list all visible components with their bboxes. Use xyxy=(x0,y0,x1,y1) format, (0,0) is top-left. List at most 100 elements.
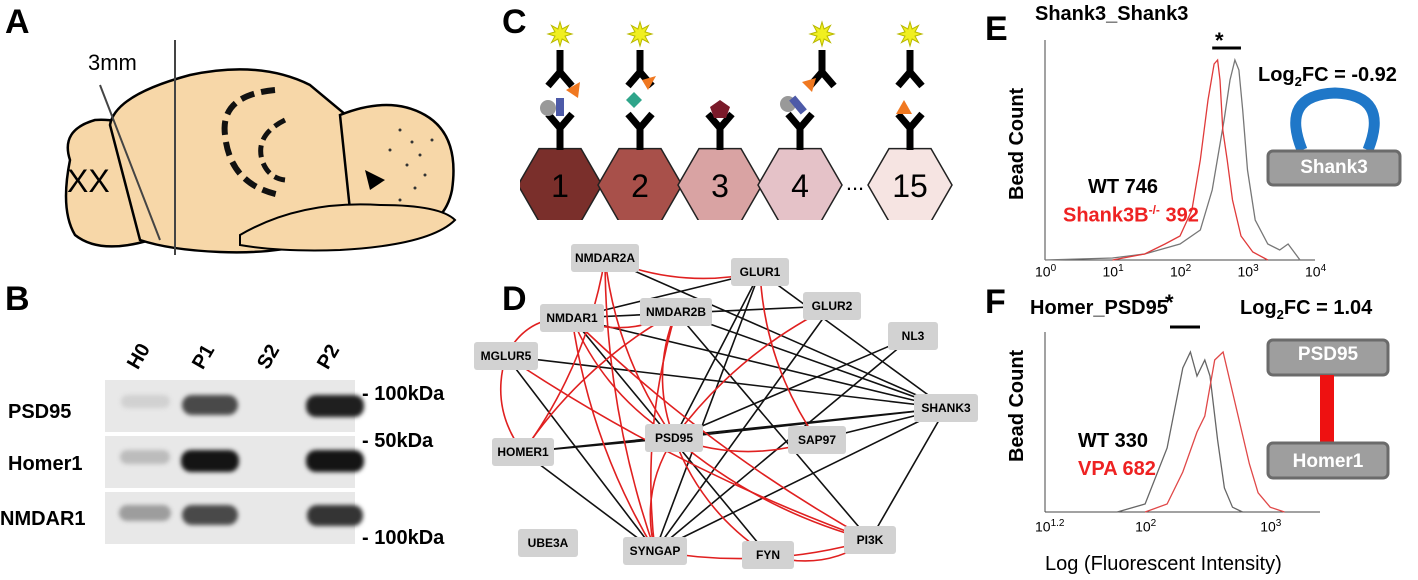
fluorophore-icon xyxy=(546,20,574,48)
lane-label: P2 xyxy=(313,340,345,373)
panel-label-a: A xyxy=(5,3,30,41)
network-node-glur1: GLUR1 xyxy=(731,258,789,286)
network-edge xyxy=(604,257,675,439)
network-edge xyxy=(869,407,947,541)
bead-number: 1 xyxy=(551,168,569,204)
lane-label: S2 xyxy=(253,340,285,373)
bead-number: 15 xyxy=(892,168,928,204)
kda-marker-label: - 50kDa xyxy=(362,430,434,452)
chart-e-ko-label: Shank3B-/- 392 xyxy=(1063,203,1199,227)
bead-hexagon xyxy=(520,147,603,220)
fluorophore-icon xyxy=(626,20,654,48)
x-tick-label: 100 xyxy=(1035,263,1057,280)
fluorophore-icon xyxy=(808,20,836,48)
panel-label-e: E xyxy=(985,10,1008,48)
region-label: XX xyxy=(67,163,110,199)
antigen-diamond-icon xyxy=(626,92,642,108)
chart-f-significance: * xyxy=(1165,290,1174,315)
network-node-shank3: SHANK3 xyxy=(914,394,978,422)
network-node-nmdar2b: NMDAR2B xyxy=(640,298,712,326)
antigen-triangle-icon xyxy=(802,78,816,92)
chart-f-log2fc: Log2FC = 1.04 xyxy=(1240,297,1373,322)
network-node-sap97: SAP97 xyxy=(788,426,846,454)
network-edge xyxy=(571,317,656,552)
network-edge xyxy=(673,407,947,439)
antigen-rect-icon xyxy=(789,95,807,115)
antigen-circle-icon xyxy=(540,100,556,116)
network-edge xyxy=(673,437,871,541)
bead-number: 2 xyxy=(631,168,649,204)
blot-band xyxy=(306,395,364,417)
network-edge xyxy=(675,311,871,541)
kda-marker-label: - 100kDa xyxy=(362,383,445,405)
network-node-fyn: FYN xyxy=(742,541,794,569)
antigen-triangle-icon xyxy=(642,76,656,90)
blot-band xyxy=(181,450,239,472)
series-line-1 xyxy=(1112,58,1269,261)
series-line-0 xyxy=(1117,350,1243,513)
bead-3: 3 xyxy=(677,100,763,220)
x-tick-label: 103 xyxy=(1237,263,1259,280)
blot-band xyxy=(120,395,170,408)
x-tick-label: 103 xyxy=(1260,518,1282,535)
brain-sagittal-diagram xyxy=(40,40,480,270)
network-edge xyxy=(759,271,947,409)
chart-f-vpa-label: VPA 682 xyxy=(1078,458,1156,480)
panel-label-b: B xyxy=(5,280,30,318)
x-tick-label: 102 xyxy=(1135,518,1157,535)
bead-number: 4 xyxy=(791,168,809,204)
blot-band xyxy=(182,395,238,415)
network-edge xyxy=(654,271,761,552)
bead-hexagon xyxy=(677,147,763,220)
antigen-triangle-icon xyxy=(566,82,580,98)
chart-f-title: Homer_PSD95 xyxy=(1030,297,1168,319)
antigen-rect-icon xyxy=(556,98,564,116)
bead-hexagon xyxy=(597,147,683,220)
bead-ellipsis: ... xyxy=(846,170,864,195)
psd95-protein-label: PSD95 xyxy=(1297,344,1359,365)
chart-e-wt-label: WT 746 xyxy=(1088,176,1159,198)
homer1-protein-label: Homer1 xyxy=(1292,451,1364,472)
network-edge xyxy=(759,271,818,441)
network-node-pi3k: PI3K xyxy=(844,526,896,554)
x-tick-label: 101.2 xyxy=(1035,518,1065,535)
network-node-homer1: HOMER1 xyxy=(492,438,554,466)
network-node-psd95: PSD95 xyxy=(645,424,703,452)
lane-label: H0 xyxy=(123,339,155,373)
bead-number: 3 xyxy=(711,168,729,204)
x-tick-label: 104 xyxy=(1305,263,1327,280)
network-node-syngap: SYNGAP xyxy=(623,537,687,565)
blot-band xyxy=(119,505,171,521)
chart-e-log2fc: Log2FC = -0.92 xyxy=(1258,64,1397,89)
blot-row-label: Homer1 xyxy=(8,453,83,475)
blot-band xyxy=(120,450,170,464)
series-line-0 xyxy=(1044,57,1301,261)
network-edge xyxy=(522,257,606,453)
bead-2: 2 xyxy=(597,20,683,220)
x-tick-label: 102 xyxy=(1170,263,1192,280)
chart-f-wt-label: WT 330 xyxy=(1078,430,1149,452)
bead-4: 4 xyxy=(757,20,843,220)
network-node-mglur5: MGLUR5 xyxy=(474,342,538,370)
bead-assay-diagram: 1 2 3 4 15... xyxy=(520,20,953,220)
chart-e-title: Shank3_Shank3 xyxy=(1035,3,1189,25)
network-edge xyxy=(654,335,914,552)
network-edge xyxy=(571,317,871,541)
network-edge xyxy=(505,355,656,552)
bead-hexagon xyxy=(757,147,843,220)
network-node-nmdar2a: NMDAR2A xyxy=(571,244,639,272)
shank3-protein-label: Shank3 xyxy=(1300,157,1368,178)
antigen-triangle-icon xyxy=(896,100,912,114)
bead-hexagon xyxy=(867,147,953,220)
panel-label-d: D xyxy=(502,280,527,318)
network-edge xyxy=(505,355,947,409)
network-edge xyxy=(673,271,761,439)
kda-marker-label: - 100kDa xyxy=(362,527,445,549)
network-node-ube3a: UBE3A xyxy=(518,529,578,557)
series-line-1 xyxy=(1144,350,1285,513)
shank3-dimer-diagram xyxy=(1266,87,1402,187)
antigen-pentagon-icon xyxy=(710,100,730,118)
chart-f-plot xyxy=(1044,325,1320,513)
network-node-nl3: NL3 xyxy=(888,322,938,350)
lane-label: P1 xyxy=(188,340,220,373)
